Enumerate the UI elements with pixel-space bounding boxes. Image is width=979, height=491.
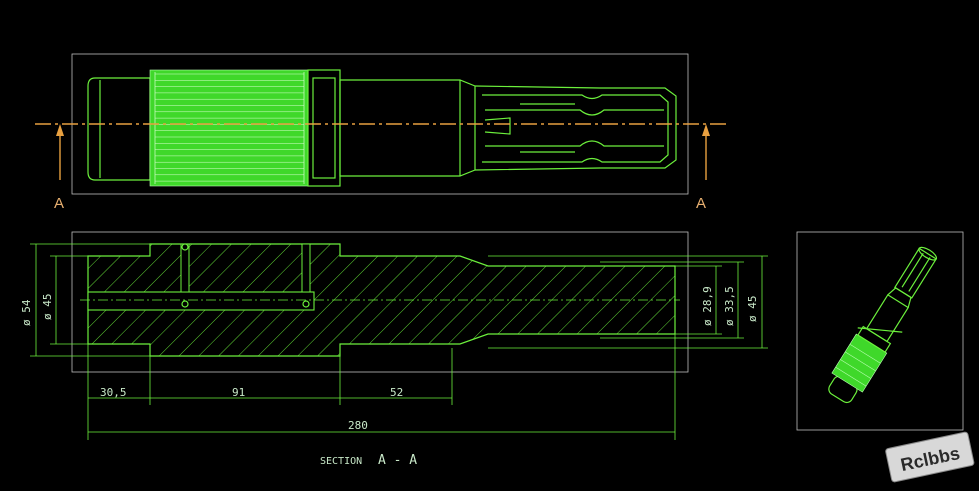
dim-len-52: 52: [390, 386, 403, 399]
dim-len-280: 280: [348, 419, 368, 432]
section-arrow-right: [702, 124, 710, 180]
watermark-logo: Rclbbs: [885, 431, 975, 483]
dim-dia-54: ø 54: [20, 299, 33, 326]
top-view: A A: [35, 53, 728, 212]
isometric-view: [796, 231, 964, 431]
section-view-frame: [71, 231, 689, 373]
section-arrow-left: [56, 124, 64, 180]
isometric-frame: [796, 231, 964, 431]
dim-len-30-5: 30,5: [100, 386, 127, 399]
shaft-left-end: [87, 77, 151, 181]
length-dimensions: 30,5 91 52 280: [87, 334, 676, 440]
shaft-tip: [474, 85, 677, 171]
shaft-middle: [339, 79, 476, 177]
section-marker-right: A: [696, 195, 706, 212]
section-caption-letters: A - A: [378, 453, 417, 468]
spline-section: [149, 69, 309, 187]
left-diameter-dimensions: ø 54 ø 45: [20, 243, 150, 357]
dim-dia-33-5: ø 33,5: [723, 286, 736, 326]
dim-dia-28-9: ø 28,9: [701, 286, 714, 326]
right-diameter-dimensions: ø 28,9 ø 33,5 ø 45: [488, 255, 768, 349]
center-bore: [87, 291, 315, 311]
dim-dia-45-right: ø 45: [746, 296, 759, 323]
section-caption-word: SECTION: [320, 456, 362, 467]
section-marker-left: A: [54, 195, 64, 212]
section-view: ø 54 ø 45 ø 28,9 ø 33,5 ø 45: [20, 231, 768, 468]
dim-dia-45-left: ø 45: [41, 294, 54, 321]
dim-len-91: 91: [232, 386, 245, 399]
